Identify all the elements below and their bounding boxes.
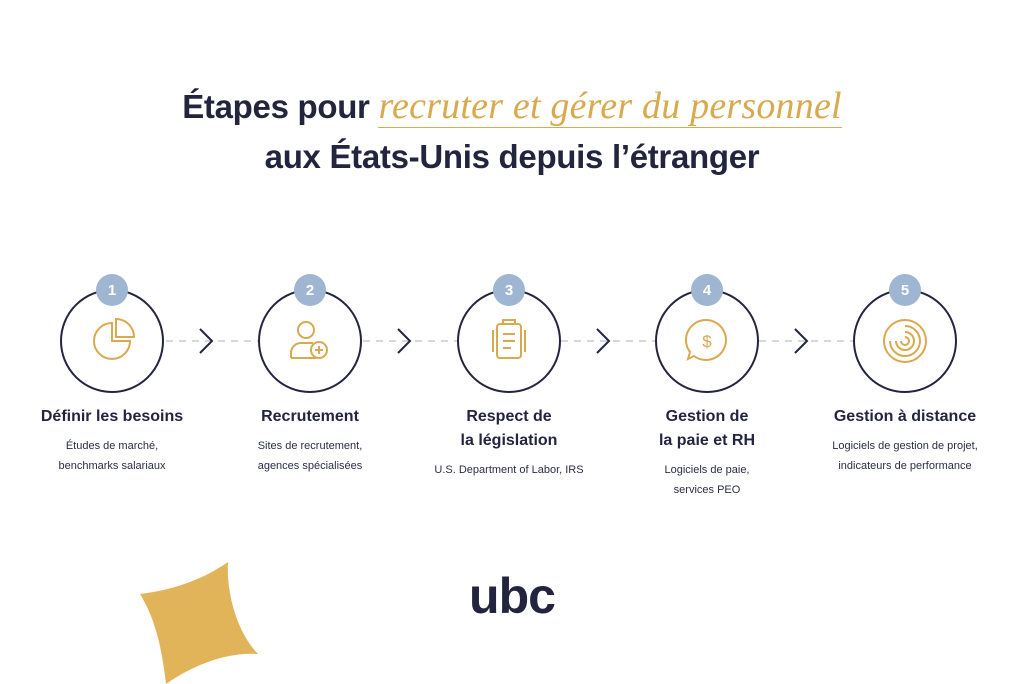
dollar-chat-icon: $ — [685, 318, 727, 361]
title-prefix: Étapes pour — [182, 88, 379, 125]
step-badge — [294, 274, 326, 306]
step-5-node: 5 — [853, 274, 957, 393]
step-title: Recrutement — [261, 408, 359, 425]
title-accent: recruter et gérer du personnel — [378, 85, 842, 128]
gauge-icon — [883, 319, 927, 363]
connectors — [166, 328, 853, 354]
chevron-right-icon — [596, 328, 611, 354]
step-3-text: Respect de la législation U.S. Departmen… — [409, 405, 609, 480]
step-number: 3 — [505, 282, 513, 299]
step-badge — [691, 274, 723, 306]
step-title: Gestion à distance — [833, 408, 977, 425]
step-1-text: Définir les besoins Études de marché, be… — [12, 405, 212, 476]
step-description: Logiciels de paie, services PEO — [664, 464, 750, 496]
step-title: Respect de la législation — [460, 408, 558, 449]
step-badge — [493, 274, 525, 306]
add-user-icon — [290, 321, 328, 359]
page-title-line-1: Étapes pour recruter et gérer du personn… — [0, 84, 1024, 128]
step-description: U.S. Department of Labor, IRS — [434, 464, 584, 476]
step-title: Gestion de la paie et RH — [658, 408, 756, 449]
chevron-right-icon — [397, 328, 412, 354]
step-badge — [889, 274, 921, 306]
step-number: 4 — [703, 282, 712, 299]
pie-chart-icon — [93, 317, 136, 360]
step-description: Logiciels de gestion de projet, indicate… — [832, 440, 978, 472]
step-4-node: 4 $ — [655, 274, 759, 393]
step-description: Sites de recrutement, agences spécialisé… — [257, 440, 363, 472]
sparkle-shape — [140, 562, 258, 684]
chevron-right-icon — [794, 328, 809, 354]
step-2-node: 2 — [258, 274, 362, 393]
step-number: 2 — [306, 282, 314, 299]
step-5-text: Gestion à distance Logiciels de gestion … — [805, 405, 1005, 476]
step-2-text: Recrutement Sites de recrutement, agence… — [210, 405, 410, 476]
step-title: Définir les besoins — [40, 408, 184, 425]
step-3-node: 3 — [457, 274, 561, 393]
document-icon — [492, 319, 526, 359]
chevron-right-icon — [199, 328, 214, 354]
step-number: 1 — [108, 282, 116, 299]
step-1-node: 1 — [60, 274, 164, 393]
page-title-line-2: aux États-Unis depuis l’étranger — [264, 138, 760, 175]
svg-text:$: $ — [702, 332, 712, 351]
step-number: 5 — [901, 282, 909, 299]
ubc-logo: ubc — [469, 568, 556, 624]
step-4-text: Gestion de la paie et RH Logiciels de pa… — [607, 405, 807, 500]
step-description: Études de marché, benchmarks salariaux — [58, 440, 166, 472]
step-badge — [96, 274, 128, 306]
